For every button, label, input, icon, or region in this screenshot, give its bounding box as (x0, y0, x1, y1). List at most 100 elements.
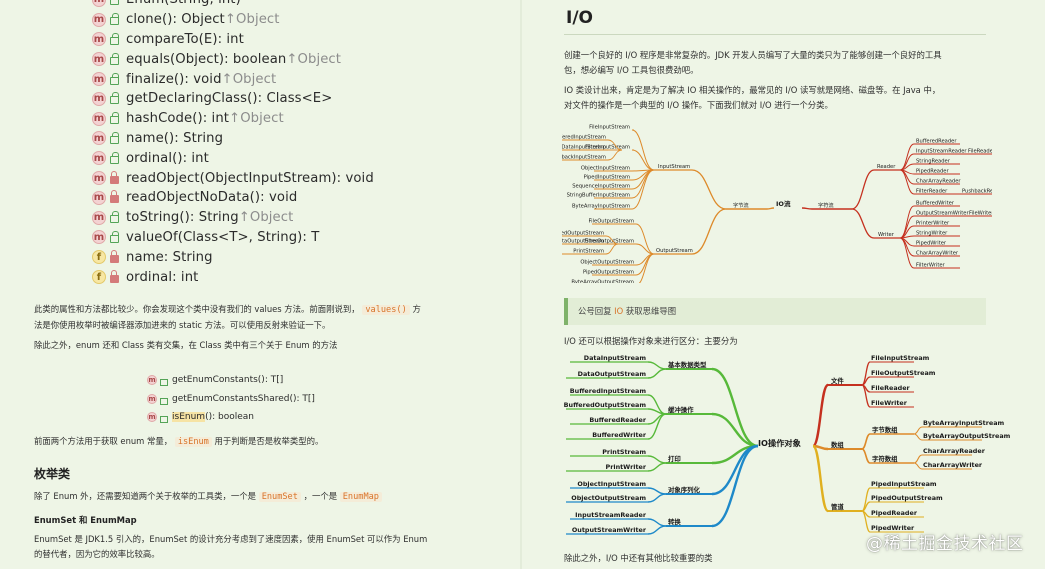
node-label: 管道 (831, 502, 844, 511)
branch-line (605, 243, 619, 255)
text: 除此之外，I/O 中还有其他比较重要的类 (564, 553, 713, 563)
node-label: PrintWriter (606, 463, 647, 471)
text: 法是你使用枚举时被编译器添加进来的 static 方法。可以使用反射来验证一下。 (34, 320, 331, 330)
branch-line (607, 149, 623, 161)
node-label: PipedOutputStream (583, 270, 634, 276)
method-icon: m (92, 111, 106, 126)
node-label: CharArrayReader (916, 179, 961, 185)
branch-line (691, 208, 727, 255)
branch-line (631, 169, 655, 210)
node-label: FileWriter (871, 399, 908, 407)
branch-line (691, 169, 727, 210)
text: 方 (412, 304, 421, 314)
paragraph-enumset: EnumSet 是 JDK1.5 引入的，EnumSet 的设计充分考虑到了速度… (34, 532, 454, 562)
paragraph-io-classify: IO 类设计出来，肯定是为了解决 IO 相关操作的，最常见的 I/O 读写就是网… (564, 83, 986, 113)
method-signature: compareTo(E): int (126, 31, 244, 47)
method-icon: m (92, 72, 106, 87)
branch-line (899, 205, 915, 239)
branch-line (631, 149, 655, 171)
node-label: FilterReader (916, 189, 948, 195)
page-title: I/O (566, 8, 593, 28)
text: I/O 还可以根据操作对象来进行区分：主要分为 (564, 336, 738, 346)
branch-line (766, 207, 775, 210)
public-unlock-icon (108, 112, 120, 125)
method-icon: m (92, 12, 106, 27)
node-label: PipedWriter (916, 241, 947, 247)
node-label: PipedOutputStream (871, 494, 943, 502)
branch-line (635, 223, 655, 255)
branch-line (711, 412, 759, 448)
node-label: InputStreamReader (575, 511, 647, 519)
branch-line (631, 169, 655, 199)
text: IO 类设计出来，肯定是为了解决 IO 相关操作的，最常见的 I/O 读写就是网… (564, 85, 941, 95)
io-stream-mindmap: IO流字节流InputStreamFileInputStreamFilterIn… (562, 125, 992, 283)
method-signature: name: String (126, 249, 213, 265)
branch-line (647, 413, 667, 440)
node-label: IO流 (776, 199, 791, 208)
node-label: Reader (877, 164, 896, 170)
watermark: @稀土掘金技术社区 (866, 534, 1024, 554)
node-label: ObjectOutputStream (580, 260, 634, 266)
inline-code: isEnum (174, 437, 212, 447)
node-label: StringBufferInputStream (567, 193, 630, 199)
public-unlock-icon (108, 131, 120, 144)
public-unlock-icon (108, 0, 120, 6)
method-signature: Enum(String, int) (126, 0, 241, 7)
method-row[interactable]: mEnum(String, int) (92, 0, 374, 10)
branch-line (913, 454, 923, 464)
text: 除了 Enum 外，还需要知道两个关于枚举的工具类，一个是 (34, 491, 257, 501)
inherited-from: ↑Object (286, 51, 342, 67)
node-label: FileWriter (969, 211, 992, 217)
branch-line (647, 408, 667, 415)
paragraph-isenum: 前面两个方法用于获取 enum 常量， isEnum 用于判断是否是枚举类型的。 (34, 434, 454, 450)
method-icon: m (92, 52, 106, 67)
highlight-keyword: IO (614, 306, 624, 316)
node-label: 转换 (668, 517, 681, 526)
node-label: DataOutputStream (562, 239, 604, 245)
highlight-text: isEnum (172, 412, 206, 423)
paragraph-io-intro: 创建一个良好的 I/O 程序是非常复杂的。JDK 开发人员编写了大量的类只为了能… (564, 48, 986, 78)
field-icon: f (92, 270, 106, 285)
node-label: PrintStream (602, 448, 646, 456)
branch-line (647, 368, 667, 379)
text: 此类的属性和方法都比较少。你会发现这个类中没有我们的 values 方法。前面刚… (34, 304, 360, 314)
branch-line (801, 207, 813, 210)
public-unlock-icon (108, 52, 120, 65)
node-label: PrinterWriter (916, 221, 950, 227)
node-label: PipedInputStream (584, 175, 630, 181)
method-signature: ordinal(): int (126, 150, 209, 166)
public-unlock-icon (108, 13, 120, 26)
text: 包，想必编写 I/O 工具包很费劲吧。 (564, 65, 699, 75)
node-label: FilterWriter (916, 263, 946, 269)
public-unlock-icon (108, 211, 120, 224)
method-icon: m (92, 171, 106, 186)
node-label: 打印 (668, 454, 681, 463)
node-label: DataInputStream (584, 354, 647, 362)
method-icon: m (92, 131, 106, 146)
method-signature: getEnumConstantsShared(): T[] (172, 393, 315, 404)
method-signature: getDeclaringClass(): Class<E> (126, 91, 333, 107)
branch-line (913, 462, 923, 470)
io-object-mindmap: 基本数据类型DataInputStreamDataOutputStream缓冲操… (564, 354, 1011, 535)
node-label: DataInputStream (562, 145, 606, 151)
text: 对文件的操作是一个典型的 I/O 操作。下面我们就对 I/O 进行一个分类。 (564, 100, 833, 110)
node-label: InputStream (658, 164, 690, 170)
